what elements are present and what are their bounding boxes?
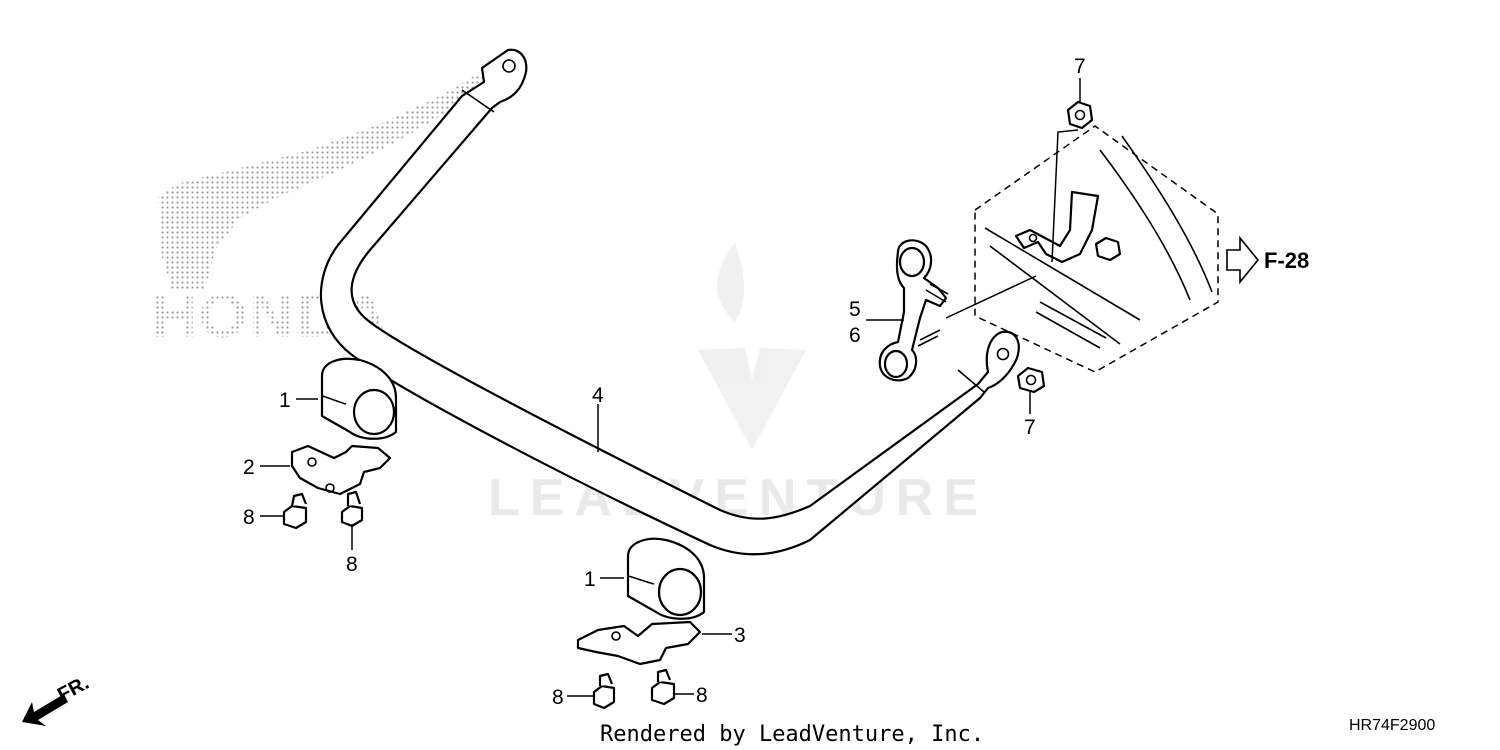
callout-holder-right: 3 xyxy=(734,624,746,647)
stabilizer-link xyxy=(878,239,949,382)
bolt-b xyxy=(340,490,364,528)
honda-wing-logo-icon xyxy=(158,68,492,290)
callout-bushing-right: 1 xyxy=(584,568,596,591)
flame-v-logo-icon xyxy=(698,242,806,450)
callout-link-lower: 6 xyxy=(849,324,861,347)
callout-link-upper: 5 xyxy=(849,298,861,321)
rendered-by-footer: Rendered by LeadVenture, Inc. xyxy=(600,722,984,747)
callout-bolt-b: 8 xyxy=(346,553,358,576)
front-marker: FR. xyxy=(22,672,93,726)
reference-label[interactable]: F-28 xyxy=(1264,248,1309,273)
diagram-code: HR74F2900 xyxy=(1349,717,1435,734)
hollow-arrow-right-icon xyxy=(1226,235,1260,285)
bolt-a xyxy=(282,492,308,530)
reference-f28[interactable]: F-28 xyxy=(1226,235,1309,285)
holder-left xyxy=(290,444,392,496)
frame-detail-area xyxy=(974,125,1219,373)
stabilizer-bar xyxy=(319,48,1020,556)
callout-labels: 1 2 8 8 4 1 3 8 8 5 6 7 7 xyxy=(243,55,1086,709)
callout-bolt-a: 8 xyxy=(243,506,255,529)
callout-bushing-left: 1 xyxy=(279,389,291,412)
nut-top xyxy=(1066,100,1094,130)
callout-bolt-c: 8 xyxy=(552,686,564,709)
front-arrow-icon xyxy=(22,694,68,726)
holder-right xyxy=(576,620,702,666)
callout-nut-bottom: 7 xyxy=(1024,416,1036,439)
bushing-right xyxy=(626,537,706,620)
bolt-c xyxy=(592,672,616,710)
leader-lines xyxy=(260,78,1081,697)
bushing-left xyxy=(320,357,398,440)
callout-holder-left: 2 xyxy=(243,456,255,479)
callout-nut-top: 7 xyxy=(1074,55,1086,78)
callout-bolt-d: 8 xyxy=(696,684,708,707)
bolt-d xyxy=(650,668,676,706)
nut-bottom xyxy=(1016,366,1046,394)
callout-stabilizer-bar: 4 xyxy=(592,384,604,407)
